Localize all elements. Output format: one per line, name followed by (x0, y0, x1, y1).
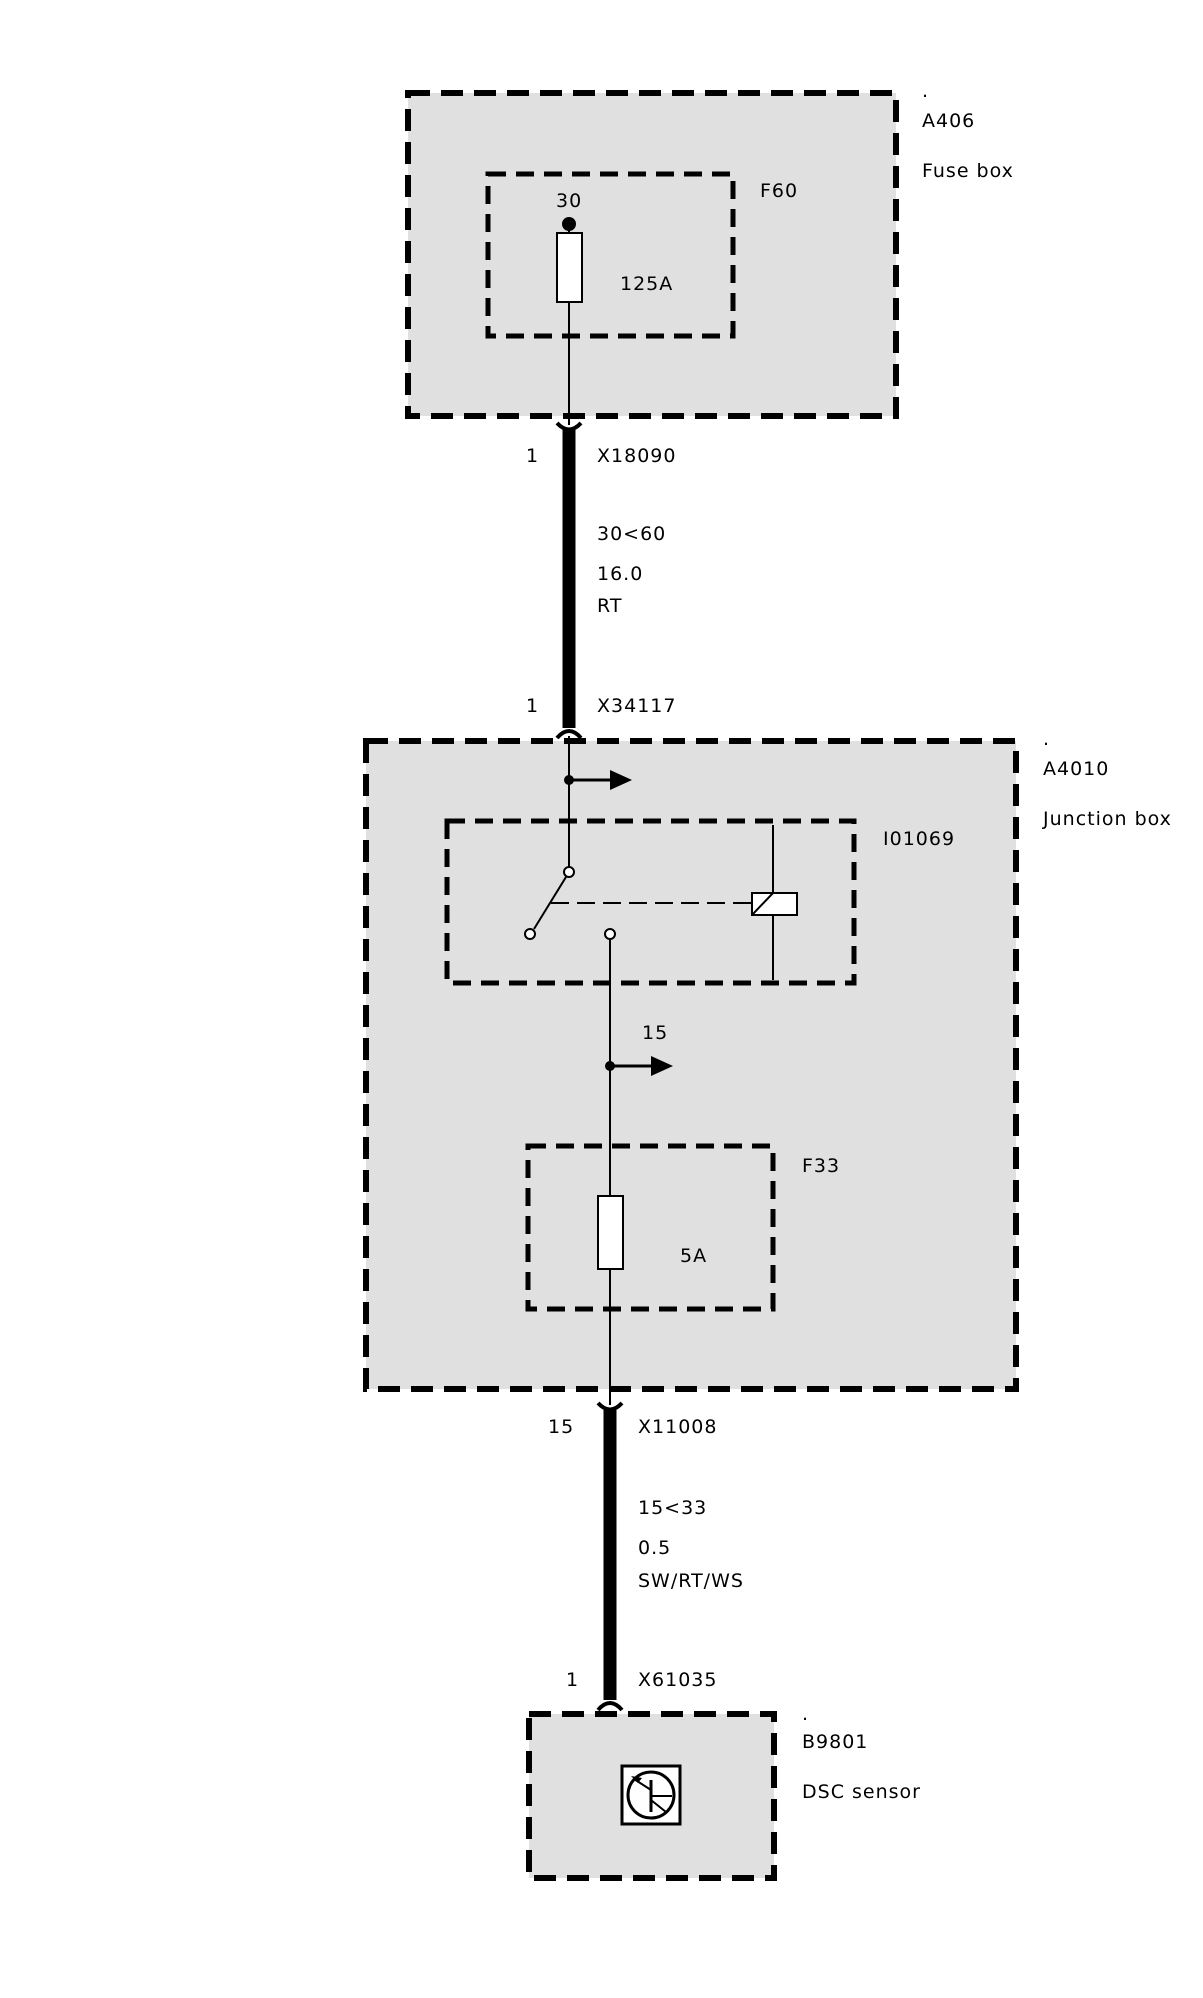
junction-box-dot: . (1043, 728, 1050, 750)
sensor-dot: . (802, 1703, 809, 1725)
sensor-name: DSC sensor (802, 1781, 921, 1803)
dsc-sensor-b9801: . B9801 DSC sensor (526, 1703, 921, 1881)
fuse-f60-pin: 30 (556, 190, 582, 212)
connector-x34117-id: X34117 (597, 695, 676, 717)
continuation-arrow-icon (651, 1056, 673, 1076)
connector-x18090-id: X18090 (597, 445, 676, 467)
relay-id: I01069 (883, 828, 955, 850)
connector-x18090: 1 X18090 (526, 421, 676, 467)
junction-box-name: Junction box (1042, 808, 1172, 830)
wire-1-spec: 30<60 16.0 RT (597, 523, 666, 617)
fuse-f33-rating: 5A (680, 1245, 707, 1267)
sensor-id: B9801 (802, 1731, 868, 1753)
relay-contact (563, 866, 575, 878)
terminal-15-branch: 15 (605, 1022, 673, 1076)
continuation-arrow-icon (610, 770, 632, 790)
wire-2-spec: 15<33 0.5 SW/RT/WS (638, 1497, 744, 1592)
connector-x18090-pin: 1 (526, 445, 539, 467)
fuse-box-name: Fuse box (922, 160, 1014, 182)
wire-1-size: 16.0 (597, 563, 643, 585)
junction-box-id: A4010 (1043, 758, 1109, 780)
connector-female-symbol (555, 729, 583, 740)
connector-female-symbol (596, 1701, 624, 1712)
connector-x34117-pin: 1 (526, 695, 539, 717)
terminal-15-label: 15 (642, 1022, 668, 1044)
connector-x61035: 1 X61035 (566, 1669, 717, 1712)
connector-x11008-pin: 15 (548, 1416, 574, 1438)
fuse-f33: F33 5A (525, 1143, 840, 1312)
connector-x61035-pin: 1 (566, 1669, 579, 1691)
connector-x11008: 15 X11008 (548, 1401, 717, 1438)
fuse-f60-symbol (556, 232, 583, 303)
fuse-f60-rating: 125A (620, 273, 673, 295)
connector-female-symbol (596, 1401, 624, 1412)
fuse-f33-symbol (597, 1195, 624, 1270)
fuse-f60-id: F60 (760, 180, 798, 202)
fuse-f33-id: F33 (802, 1155, 840, 1177)
relay-switch-arm (533, 876, 567, 930)
wire-2-color: SW/RT/WS (638, 1570, 744, 1592)
fuse-box-dot: . (922, 80, 929, 102)
junction-box-a4010: . A4010 Junction box (363, 728, 1172, 1392)
relay-coil (751, 892, 798, 916)
connector-x61035-id: X61035 (638, 1669, 717, 1691)
fuse-box-id: A406 (922, 110, 975, 132)
wire-2-circuit: 15<33 (638, 1497, 707, 1519)
connector-x34117: 1 X34117 (526, 695, 676, 740)
connector-x11008-id: X11008 (638, 1416, 717, 1438)
connector-female-symbol (555, 421, 583, 432)
wire-2-size: 0.5 (638, 1537, 671, 1559)
fuse-box-a406: . A406 Fuse box (405, 80, 1014, 419)
relay-contact (524, 928, 536, 940)
wire-1-color: RT (597, 595, 622, 617)
relay-contact (604, 928, 616, 940)
transistor-icon (620, 1764, 682, 1826)
wire-1-circuit: 30<60 (597, 523, 666, 545)
